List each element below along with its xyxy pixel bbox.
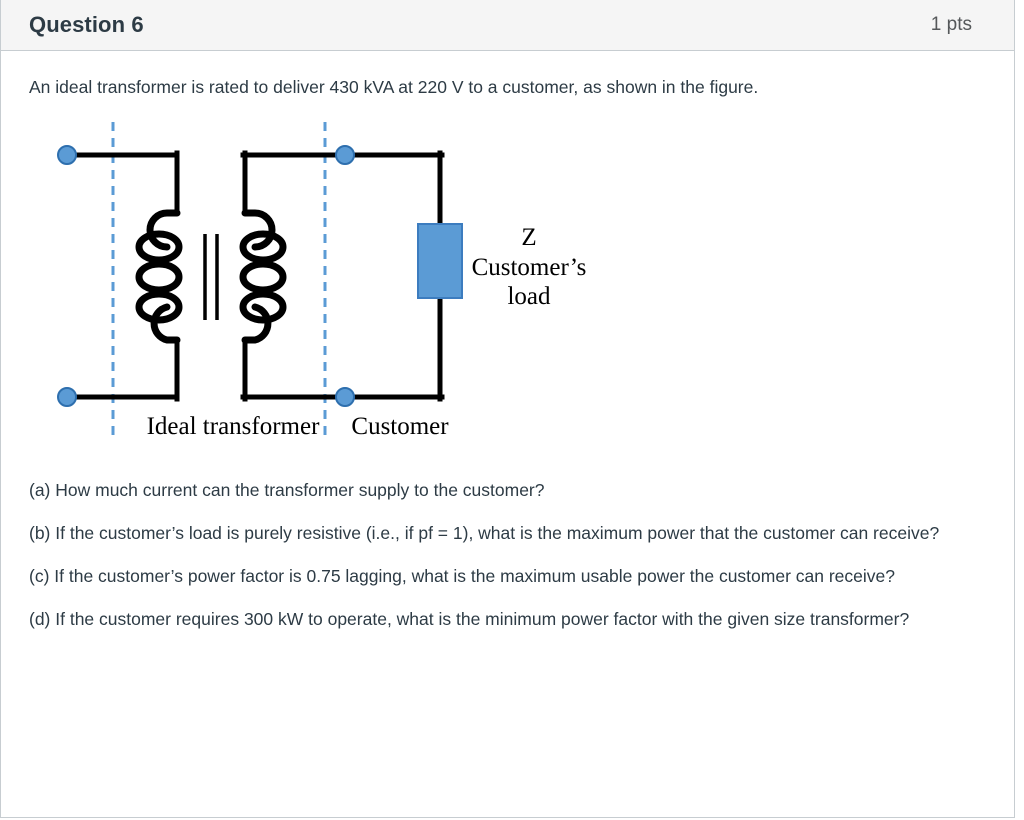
load-word-label: load [507,283,551,310]
question-points-badge: 1 pts [930,14,972,35]
ideal-transformer-label: Ideal transformer [147,413,321,440]
question-header: Question 6 1 pts [1,0,1014,51]
question-part-c: (c) If the customer’s power factor is 0.… [29,566,895,587]
page-title: Question 6 [29,12,144,37]
question-prompt: An ideal transformer is rated to deliver… [29,77,759,97]
load-impedance-label: Z [521,224,536,251]
primary-bottom-terminal-dot [57,387,77,408]
circuit-diagram-svg: Ideal transformer Customer Z Customer’s … [57,122,587,443]
question-body: An ideal transformer is rated to deliver… [1,51,1014,633]
transformer-circuit-figure: Ideal transformer Customer Z Customer’s … [29,112,649,452]
question-part-a: (a) How much current can the transformer… [29,480,545,501]
load-owner-label: Customer’s [472,254,587,281]
primary-top-terminal-dot [57,145,77,166]
question-parts-list: (a) How much current can the transformer… [29,478,986,633]
customer-top-terminal-dot [335,145,355,166]
load-impedance-box [417,223,463,300]
question-part-b: (b) If the customer’s load is purely res… [29,523,940,544]
secondary-coil [239,209,287,344]
primary-coil [135,209,183,344]
question-part-d: (d) If the customer requires 300 kW to o… [29,609,910,630]
customer-label: Customer [351,413,449,440]
customer-bottom-terminal-dot [335,387,355,408]
